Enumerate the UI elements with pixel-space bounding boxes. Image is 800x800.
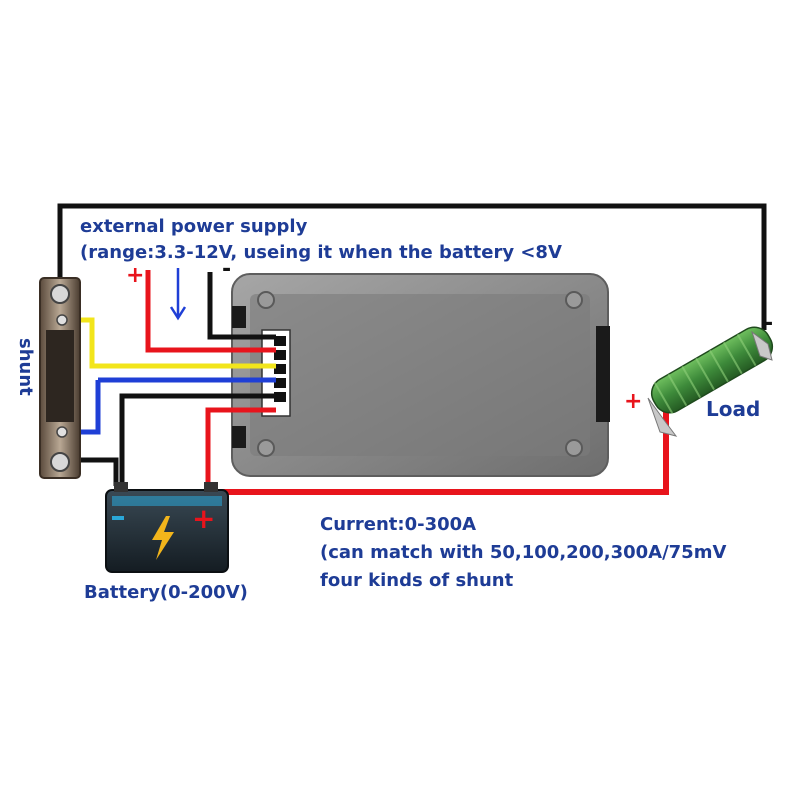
current-line-1: Current:0-300A — [320, 514, 476, 535]
load-resistor — [647, 326, 774, 437]
battery — [105, 482, 229, 573]
load-minus-sign: - — [764, 311, 773, 336]
wire-black-supply — [207, 272, 276, 340]
supply-minus-sign: - — [222, 257, 231, 282]
battery-plus-sign: + — [192, 502, 215, 535]
supply-title: external power supply — [80, 216, 308, 237]
terminal-block — [261, 329, 291, 417]
shunt — [39, 277, 81, 479]
wire-black-top — [57, 203, 767, 330]
current-line-2: (can match with 50,100,200,300A/75mV — [320, 542, 726, 563]
current-line-3: four kinds of shunt — [320, 570, 514, 591]
wire-black-battery — [119, 393, 276, 484]
load-plus-sign: + — [624, 389, 642, 414]
load-label: Load — [706, 397, 760, 421]
supply-plus-sign: + — [126, 263, 144, 288]
wire-red-battery-meter — [205, 407, 276, 490]
wire-red-supply — [145, 270, 276, 353]
wires — [57, 203, 767, 495]
meter-module — [231, 273, 610, 477]
supply-range: (range:3.3-12V, useing it when the batte… — [80, 242, 562, 263]
arrow-down-icon — [169, 268, 187, 321]
shunt-label: shunt — [15, 338, 36, 396]
wire-red-load — [212, 408, 669, 495]
lightning-icon — [152, 516, 174, 560]
wire-black-shunt-battery — [66, 457, 119, 486]
battery-label: Battery(0-200V) — [84, 582, 248, 603]
